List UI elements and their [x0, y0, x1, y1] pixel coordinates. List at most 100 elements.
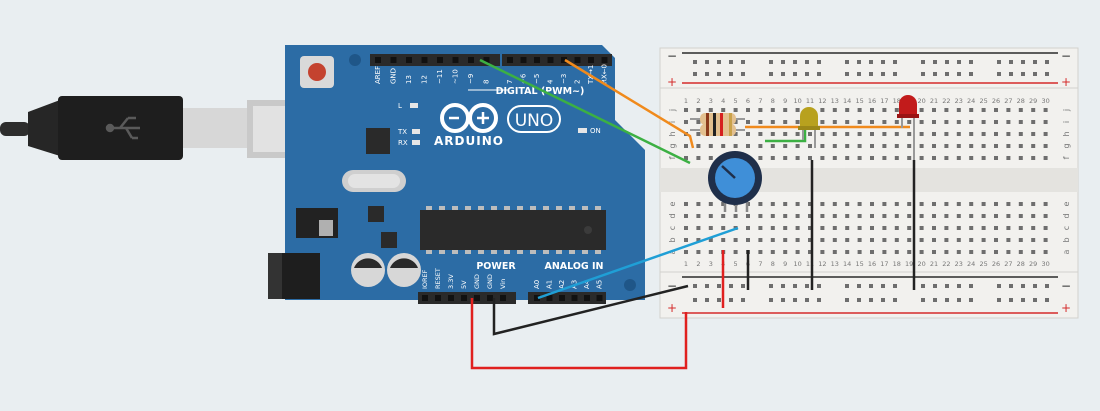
rail-hole[interactable]: [1009, 298, 1013, 302]
breadboard-hole[interactable]: [758, 144, 763, 148]
rail-hole[interactable]: [921, 284, 925, 288]
breadboard-hole[interactable]: [820, 144, 825, 148]
breadboard-hole[interactable]: [684, 144, 688, 148]
breadboard-hole[interactable]: [1006, 108, 1011, 112]
breadboard-hole[interactable]: [981, 214, 986, 218]
rail-hole[interactable]: [817, 60, 821, 64]
breadboard-hole[interactable]: [894, 144, 899, 148]
rail-hole[interactable]: [957, 60, 961, 64]
breadboard-hole[interactable]: [721, 214, 726, 218]
breadboard-hole[interactable]: [981, 238, 986, 242]
rail-hole[interactable]: [881, 60, 885, 64]
breadboard-hole[interactable]: [845, 226, 850, 230]
breadboard-hole[interactable]: [832, 238, 837, 242]
breadboard-hole[interactable]: [684, 238, 688, 242]
breadboard-hole[interactable]: [882, 250, 887, 254]
breadboard-hole[interactable]: [981, 120, 986, 124]
rail-hole[interactable]: [769, 60, 773, 64]
rail-hole[interactable]: [1021, 284, 1025, 288]
breadboard-hole[interactable]: [783, 250, 788, 254]
rail-hole[interactable]: [705, 60, 709, 64]
breadboard-hole[interactable]: [919, 156, 924, 160]
digital-pin-hole[interactable]: [390, 57, 397, 63]
breadboard-hole[interactable]: [746, 214, 750, 218]
rail-hole[interactable]: [729, 298, 733, 302]
breadboard-hole[interactable]: [956, 120, 961, 124]
breadboard-hole[interactable]: [832, 202, 837, 206]
breadboard-hole[interactable]: [733, 238, 738, 242]
breadboard-hole[interactable]: [919, 120, 924, 124]
breadboard-hole[interactable]: [808, 132, 812, 136]
breadboard-hole[interactable]: [696, 214, 701, 218]
breadboard-hole[interactable]: [944, 214, 949, 218]
breadboard-hole[interactable]: [758, 132, 763, 136]
breadboard-hole[interactable]: [795, 214, 800, 218]
breadboard-hole[interactable]: [919, 250, 924, 254]
breadboard-hole[interactable]: [907, 132, 912, 136]
rail-hole[interactable]: [717, 60, 721, 64]
breadboard-hole[interactable]: [956, 226, 961, 230]
breadboard-hole[interactable]: [758, 250, 763, 254]
breadboard-hole[interactable]: [845, 144, 850, 148]
breadboard-hole[interactable]: [795, 120, 800, 124]
wire-red-5v[interactable]: [470, 298, 688, 370]
breadboard-hole[interactable]: [684, 108, 688, 112]
rail-hole[interactable]: [857, 284, 861, 288]
breadboard-hole[interactable]: [733, 108, 738, 112]
breadboard-hole[interactable]: [919, 132, 924, 136]
breadboard-hole[interactable]: [696, 226, 701, 230]
breadboard-hole[interactable]: [820, 214, 825, 218]
breadboard-hole[interactable]: [944, 108, 949, 112]
breadboard-hole[interactable]: [770, 238, 775, 242]
breadboard-hole[interactable]: [919, 202, 924, 206]
breadboard-hole[interactable]: [870, 238, 874, 242]
breadboard-hole[interactable]: [944, 238, 949, 242]
digital-pin-hole[interactable]: [588, 57, 594, 63]
breadboard-hole[interactable]: [969, 120, 974, 124]
breadboard-hole[interactable]: [969, 214, 974, 218]
rail-hole[interactable]: [869, 298, 873, 302]
rail-hole[interactable]: [805, 284, 809, 288]
breadboard-hole[interactable]: [907, 144, 912, 148]
breadboard-hole[interactable]: [969, 238, 974, 242]
digital-pin-hole[interactable]: [574, 57, 581, 63]
breadboard-hole[interactable]: [733, 250, 738, 254]
digital-pin-hole[interactable]: [406, 57, 412, 63]
breadboard-hole[interactable]: [894, 132, 899, 136]
rail-hole[interactable]: [1021, 298, 1025, 302]
breadboard-hole[interactable]: [1031, 202, 1036, 206]
rail-hole[interactable]: [717, 298, 721, 302]
breadboard-hole[interactable]: [1043, 132, 1048, 136]
breadboard-hole[interactable]: [684, 226, 688, 230]
rail-hole[interactable]: [857, 60, 861, 64]
breadboard-hole[interactable]: [882, 202, 887, 206]
breadboard-hole[interactable]: [758, 120, 763, 124]
rail-hole[interactable]: [693, 72, 697, 76]
breadboard-hole[interactable]: [770, 120, 775, 124]
rail-hole[interactable]: [933, 60, 937, 64]
breadboard-hole[interactable]: [969, 202, 974, 206]
rail-hole[interactable]: [1021, 72, 1025, 76]
rail-hole[interactable]: [729, 284, 733, 288]
breadboard-hole[interactable]: [932, 202, 936, 206]
rail-hole[interactable]: [817, 298, 821, 302]
breadboard-hole[interactable]: [907, 226, 912, 230]
breadboard-hole[interactable]: [981, 156, 986, 160]
breadboard-hole[interactable]: [857, 144, 862, 148]
breadboard-hole[interactable]: [1018, 202, 1023, 206]
rail-hole[interactable]: [857, 298, 861, 302]
breadboard-hole[interactable]: [994, 132, 998, 136]
rail-hole[interactable]: [741, 298, 745, 302]
rail-hole[interactable]: [869, 60, 873, 64]
rail-hole[interactable]: [893, 298, 897, 302]
breadboard-hole[interactable]: [684, 214, 688, 218]
breadboard-hole[interactable]: [795, 132, 800, 136]
breadboard-hole[interactable]: [783, 108, 788, 112]
breadboard-hole[interactable]: [708, 108, 713, 112]
resistor[interactable]: [690, 124, 745, 136]
wire-black-gnd[interactable]: [492, 284, 689, 336]
power-pin-hole[interactable]: [435, 295, 441, 301]
breadboard-hole[interactable]: [758, 214, 763, 218]
breadboard-hole[interactable]: [870, 156, 874, 160]
breadboard-hole[interactable]: [696, 132, 701, 136]
